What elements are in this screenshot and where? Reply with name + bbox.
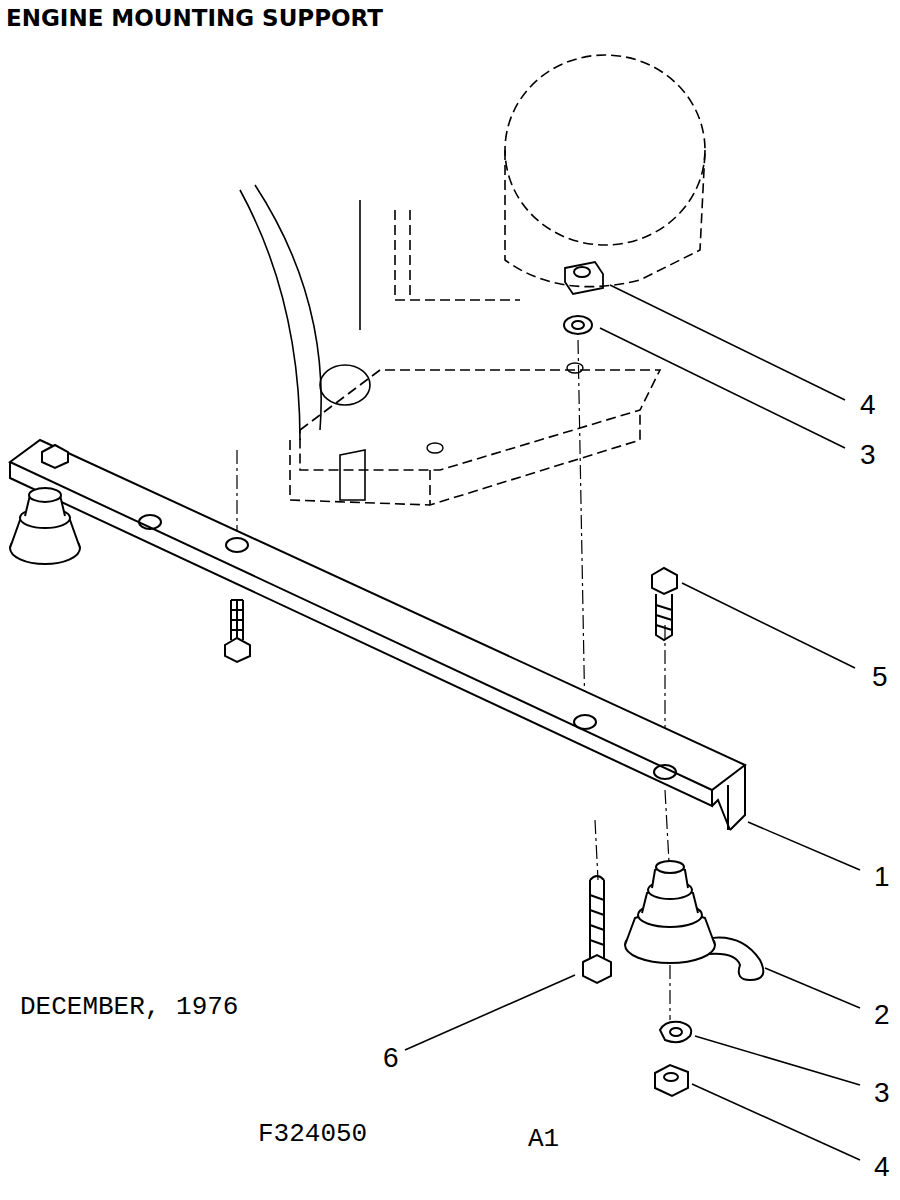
callout-number: 6 [383,1043,399,1074]
callout-number: 5 [872,662,888,693]
revision-code: A1 [528,1125,559,1154]
callout-number: 2 [874,1000,890,1031]
diagram-title: ENGINE MOUNTING SUPPORT [6,6,383,31]
callout-number: 1 [874,862,890,893]
callout-number: 4 [860,390,876,421]
callout-number: 4 [874,1152,890,1183]
drawing-number: F324050 [258,1120,367,1149]
callout-number: 3 [860,440,876,471]
date-note: DECEMBER, 1976 [20,993,238,1022]
callout-number: 3 [874,1078,890,1109]
